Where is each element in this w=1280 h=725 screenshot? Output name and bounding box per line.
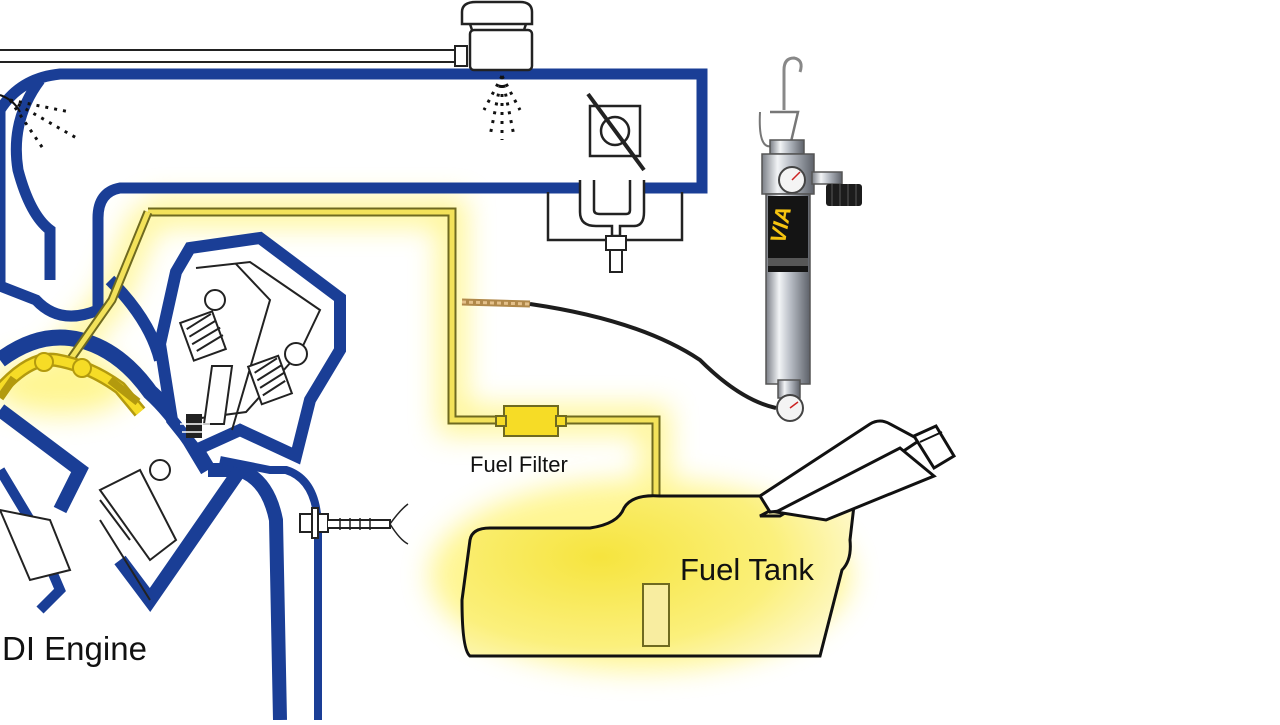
throttle-plate-icon	[586, 92, 646, 172]
spray-nozzle-icon	[482, 75, 522, 140]
pressure-gauge-icon	[778, 166, 806, 194]
fuel-tank-label: Fuel Tank	[680, 552, 814, 587]
oxygen-sensor-icon	[299, 503, 409, 545]
engine-label: DI Engine	[2, 630, 147, 667]
valve-spring	[149, 289, 308, 481]
spray-nozzle-icon	[0, 94, 81, 151]
fuel-filter	[495, 405, 567, 437]
fuel-filter-label: Fuel Filter	[470, 452, 568, 477]
spark-plug-icon	[180, 365, 234, 438]
injector-cap	[460, 0, 534, 72]
service-hose	[461, 298, 777, 410]
throttle-rail	[0, 0, 708, 322]
fuel-tank	[460, 419, 957, 658]
under-rail-valve	[546, 180, 684, 273]
pressure-gauge-icon	[776, 394, 804, 422]
fuel-system-cleaner-canister: VIA	[758, 56, 862, 422]
